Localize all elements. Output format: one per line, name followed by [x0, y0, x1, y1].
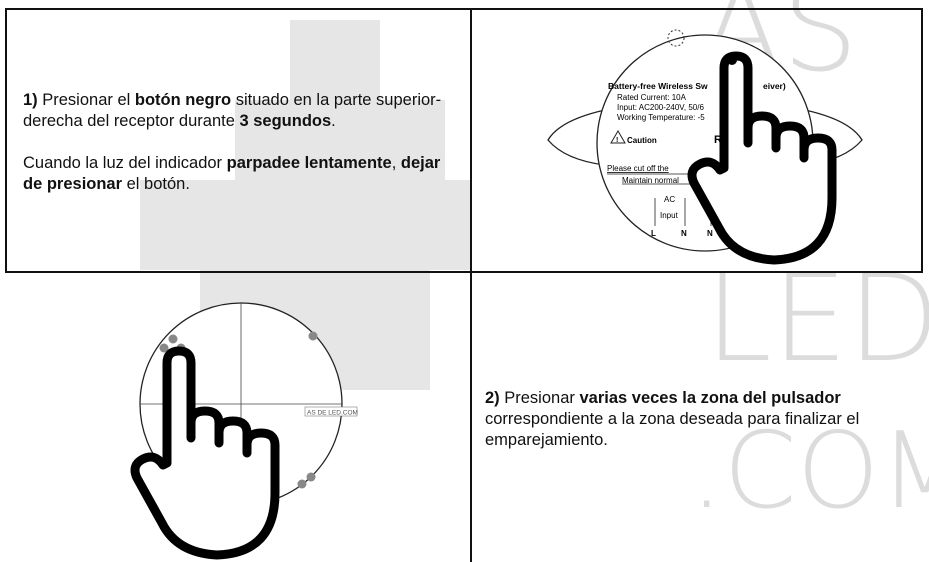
receiver-input-label: Input — [660, 211, 679, 220]
watermark-cross-shape — [235, 100, 445, 180]
receiver-title-end: eiver) — [763, 81, 786, 91]
receiver-temp: Working Temperature: -5 — [617, 113, 705, 122]
receiver-caution: Caution — [627, 136, 657, 145]
receiver-left-ear — [547, 109, 606, 166]
switch-dot — [306, 472, 316, 482]
pointing-hand-icon — [130, 346, 280, 560]
caution-icon — [610, 130, 626, 144]
switch-dot — [308, 331, 318, 341]
caution-mark: ! — [616, 137, 618, 144]
grid-right-border — [921, 8, 923, 272]
receiver-n1: N — [681, 229, 687, 238]
grid-top-border — [5, 8, 923, 10]
receiver-title: Battery-free Wireless Sw — [608, 81, 708, 91]
receiver-maintain: Maintain normal — [622, 176, 679, 185]
receiver-rated: Rated Current: 10A — [617, 93, 687, 102]
step2-instructions: 2) Presionar varias veces la zona del pu… — [485, 388, 920, 451]
receiver-cutoff: Please cut off the — [607, 164, 669, 173]
grid-middle-vertical — [470, 8, 472, 562]
switch-label-box — [304, 406, 358, 417]
step1-instructions: 1) Presionar el botón negro situado en l… — [23, 90, 463, 195]
step1-paragraph: 1) Presionar el botón negro situado en l… — [23, 91, 442, 130]
watermark-com: .COM — [690, 410, 929, 532]
watermark-led: LED — [705, 250, 929, 389]
receiver-ac: AC — [664, 195, 675, 204]
switch-dot — [159, 343, 169, 353]
watermark-cross-shape — [290, 20, 380, 100]
grid-middle-horizontal — [5, 271, 923, 273]
switch-label: AS DE LED.COM — [307, 410, 358, 417]
switch-dot — [297, 479, 307, 489]
indicator-light-icon — [667, 29, 685, 47]
receiver-l: L — [651, 229, 656, 238]
receiver-input: Input: AC200-240V, 50/6 — [617, 103, 704, 112]
step2-paragraph: 2) Presionar varias veces la zona del pu… — [485, 389, 860, 449]
step1-paragraph-2: Cuando la luz del indicador parpadee len… — [23, 154, 441, 193]
receiver-n2: N — [707, 229, 713, 238]
switch-dot — [168, 334, 178, 344]
pointing-hand-icon — [687, 51, 837, 265]
receiver-caution-r: R — [714, 134, 722, 146]
grid-left-border — [5, 8, 7, 272]
watermark-cross-shape — [140, 180, 470, 270]
